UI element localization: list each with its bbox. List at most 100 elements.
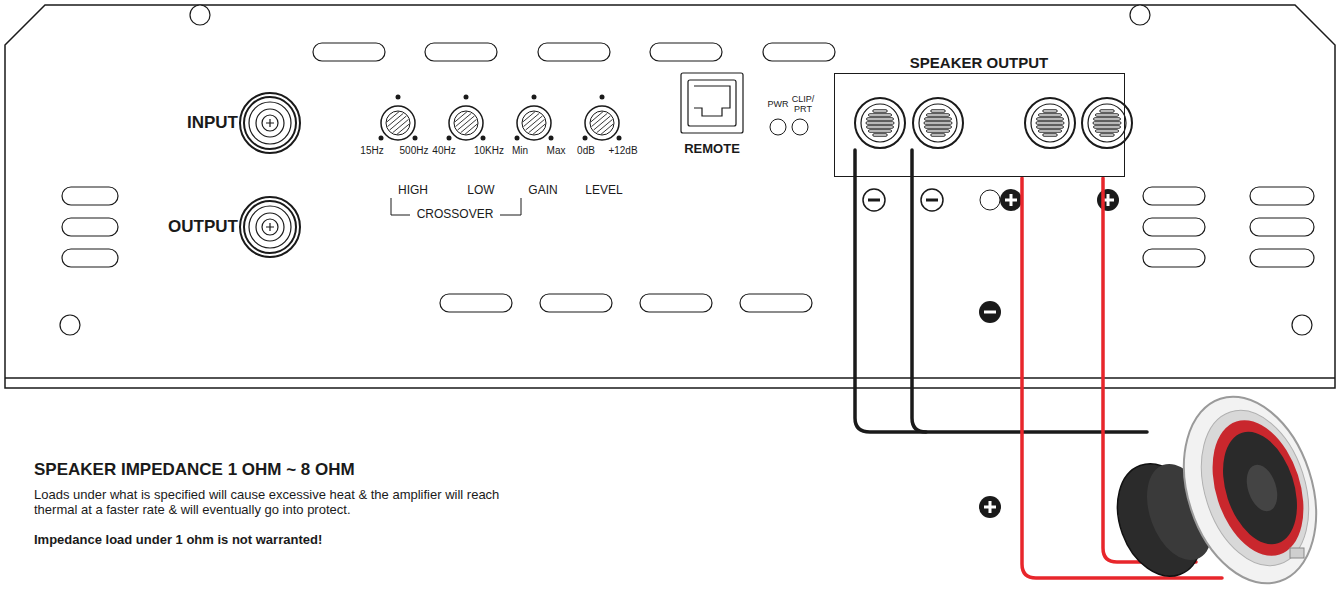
vent-slot-part [313, 43, 385, 61]
polarity-symbol-part [1000, 189, 1022, 211]
control-knob-part-part [465, 124, 477, 134]
polarity-symbol-part [979, 301, 1001, 323]
polarity-symbol-part [984, 311, 996, 314]
vent-slot-part [425, 43, 497, 61]
mounting-hole-part [1292, 315, 1312, 335]
control-knob-part-part [447, 136, 452, 141]
vent-slot-part [1143, 187, 1205, 205]
rca-jack-part [240, 197, 300, 257]
speaker-terminal-part [855, 98, 905, 148]
speaker-terminal-part [1025, 98, 1075, 148]
control-knob-part-part [396, 95, 401, 100]
vent-slot-part [440, 294, 512, 312]
rca-jack-part-part [244, 97, 296, 149]
control-knob-part-part [523, 112, 535, 122]
knob-label: HIGH [398, 184, 428, 198]
vent-slot-part [1143, 218, 1205, 236]
speaker-terminal-part-part [873, 134, 887, 136]
rca-jack-part-part [256, 213, 284, 241]
mounting-hole [60, 5, 1312, 335]
knob-label: GAIN [528, 184, 557, 198]
mounting-hole-part [60, 315, 80, 335]
rca-jack-part-part [266, 119, 274, 127]
control-knob-part-part [597, 119, 613, 132]
knob-scale: 0dB [577, 145, 595, 157]
vent-slot-part [62, 218, 118, 236]
speaker-terminal-part-part [925, 118, 952, 120]
speaker-terminal-part-part [1096, 130, 1119, 132]
control-knob-part-part [617, 136, 622, 141]
control-knob-part-part [393, 119, 409, 132]
knob-label: LEVEL [585, 184, 622, 198]
control-knob-part-part [461, 119, 477, 132]
control-knob-part-part [381, 106, 415, 140]
control-knob-part-part [591, 112, 603, 122]
speaker-terminal-part-part [1088, 104, 1126, 142]
vent-slot-part [62, 187, 118, 205]
vent-slot-part [740, 294, 812, 312]
control-knob-part [583, 95, 622, 141]
polarity-symbol-part [1005, 194, 1017, 206]
remote-jack [681, 73, 743, 133]
group-label: CROSSOVER [417, 208, 494, 222]
control-knob-part-part [583, 136, 588, 141]
status-led-part [770, 119, 786, 135]
knob-scale: 40Hz [432, 145, 455, 157]
mounting-hole-part [1130, 5, 1150, 25]
control-knob-part [515, 95, 554, 141]
speaker-terminal-part-part [1093, 122, 1121, 124]
speaker-terminal-part-part [867, 126, 894, 128]
vent-slot [62, 43, 1314, 312]
vent-slot-part [62, 249, 118, 267]
knob-scale: +12dB [608, 145, 637, 157]
remote-jack-part [694, 86, 730, 116]
speaker-terminal-part-part [1039, 114, 1062, 116]
control-knob-part-part [585, 106, 619, 140]
rca-jack-part-part [249, 102, 291, 144]
speaker-terminal-part-part [1036, 122, 1064, 124]
subwoofer-part [1161, 380, 1338, 594]
rca-jack-part-part [256, 109, 284, 137]
subwoofer-part [1183, 396, 1328, 579]
speaker-terminal-part-part [1043, 110, 1057, 112]
control-knob-part-part [515, 136, 520, 141]
speaker-terminal-part-part [873, 110, 887, 112]
control-knob-part-part [386, 111, 410, 135]
vent-slot-part [538, 43, 610, 61]
control-knob-part-part [397, 124, 409, 134]
vent-slot-part [1250, 249, 1314, 267]
speaker-terminal-part-part [867, 118, 894, 120]
vent-slot-part [763, 43, 835, 61]
control-knob-part-part [590, 111, 614, 135]
control-knob-part-part [529, 119, 545, 132]
control-knob-part-part [524, 113, 540, 126]
control-knob-part-part [600, 95, 605, 100]
amplifier-panel-part [5, 5, 1335, 388]
vent-slot-part [640, 294, 712, 312]
speaker-terminal-part-part [1037, 126, 1064, 128]
speaker-wire-part [912, 150, 926, 432]
control-knob-part-part [481, 136, 486, 141]
polarity-symbol-part [926, 199, 938, 202]
port-label: OUTPUT [168, 217, 238, 237]
rca-jack-part-part [240, 93, 300, 153]
mounting-hole-part [190, 5, 210, 25]
control-knob [379, 95, 622, 141]
polarity-symbol-part [979, 496, 1001, 518]
control-knob-part-part [388, 113, 404, 126]
rca-jack-part-part [262, 219, 278, 235]
polarity-symbol [863, 189, 1119, 518]
speaker-terminal-part-part [1094, 118, 1121, 120]
status-led [770, 119, 808, 135]
speaker-terminal-part-part [927, 130, 950, 132]
vent-slot-part [540, 294, 612, 312]
rca-jack-part [240, 93, 300, 153]
remote-jack-part [681, 73, 743, 133]
spec-heading: SPEAKER IMPEDANCE 1 OHM ~ 8 OHM [34, 460, 355, 480]
knob-scale: 10KHz [474, 145, 504, 157]
speaker-terminal-part-part [866, 122, 894, 124]
control-knob-part-part [532, 95, 537, 100]
knob-label: LOW [467, 184, 494, 198]
rca-jack-part-part [249, 206, 291, 248]
